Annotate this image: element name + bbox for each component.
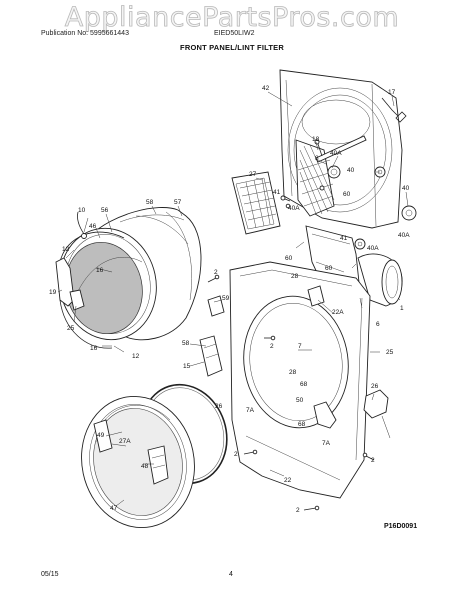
callout-59: 59 bbox=[222, 295, 230, 302]
drum-roller-lower[interactable] bbox=[354, 238, 366, 250]
screw-part-2d[interactable] bbox=[303, 505, 320, 511]
callout-50: 50 bbox=[296, 397, 304, 404]
callout-2-1: 2 bbox=[214, 269, 218, 276]
callout-18: 18 bbox=[312, 136, 320, 143]
callout-27a: 27A bbox=[119, 438, 131, 445]
callout-27: 27 bbox=[249, 171, 257, 178]
callout-40-1: 40 bbox=[347, 167, 355, 174]
lint-filter-part[interactable] bbox=[231, 171, 281, 235]
publication-number: Publication No: 5995661443 bbox=[41, 30, 129, 37]
drum-roller-right[interactable] bbox=[401, 205, 417, 221]
bracket-part-22a[interactable] bbox=[307, 285, 325, 307]
exhaust-duct-part[interactable] bbox=[357, 253, 403, 307]
door-handle-part[interactable] bbox=[147, 445, 169, 485]
callout-7a-1: 7A bbox=[246, 407, 255, 414]
door-switch-part[interactable] bbox=[207, 295, 225, 317]
callout-labels: 42 17 18 8 40A 40 40 40A 27 41 40A 60 60… bbox=[49, 85, 410, 514]
callout-10: 10 bbox=[78, 207, 86, 214]
callout-1: 1 bbox=[400, 305, 404, 312]
callout-68-2: 68 bbox=[298, 421, 306, 428]
callout-60-3: 60 bbox=[325, 265, 333, 272]
callout-68-1: 68 bbox=[300, 381, 308, 388]
callout-8: 8 bbox=[315, 155, 319, 162]
callout-22a: 22A bbox=[332, 309, 344, 316]
door-hinge-part[interactable] bbox=[93, 419, 113, 453]
callout-48: 48 bbox=[141, 463, 149, 470]
bolt-part-10[interactable] bbox=[77, 211, 87, 239]
callout-25-2: 25 bbox=[386, 349, 394, 356]
page-number: 4 bbox=[229, 571, 233, 578]
callout-17: 17 bbox=[388, 89, 396, 96]
footer-date: 05/15 bbox=[41, 571, 59, 578]
callout-40a-2: 40A bbox=[398, 232, 410, 239]
spring-part-17[interactable] bbox=[381, 97, 407, 123]
callout-16-2: 16 bbox=[90, 345, 98, 352]
callout-2-3: 2 bbox=[234, 451, 238, 458]
screw-part-41[interactable] bbox=[280, 195, 291, 202]
screw-part-2e[interactable] bbox=[264, 335, 276, 341]
screw-part-2[interactable] bbox=[207, 274, 220, 283]
callout-15: 15 bbox=[183, 363, 191, 370]
glide-bracket-part[interactable] bbox=[55, 257, 85, 311]
screw-part-2c[interactable] bbox=[362, 452, 375, 461]
callout-40a-1: 40A bbox=[330, 150, 342, 157]
callout-28-1: 28 bbox=[291, 273, 299, 280]
callout-26-1: 26 bbox=[371, 383, 379, 390]
callout-2-2: 2 bbox=[270, 343, 274, 350]
callout-57: 57 bbox=[174, 199, 182, 206]
callout-12-1: 12 bbox=[62, 246, 70, 253]
callout-40a-4: 40A bbox=[367, 245, 379, 252]
callout-40a-3: 40A bbox=[288, 205, 300, 212]
callout-58b: 58 bbox=[182, 340, 190, 347]
callout-42: 42 bbox=[262, 85, 270, 92]
moisture-sensor-part[interactable] bbox=[313, 389, 389, 429]
callout-46: 46 bbox=[89, 223, 97, 230]
callout-2-4: 2 bbox=[371, 457, 375, 464]
rear-bulkhead-part[interactable] bbox=[279, 69, 403, 229]
model-number: EIED50LIW2 bbox=[214, 30, 255, 37]
door-part[interactable] bbox=[70, 386, 207, 538]
callout-7: 7 bbox=[298, 343, 302, 350]
callout-12-2: 12 bbox=[132, 353, 140, 360]
callout-19: 19 bbox=[49, 289, 57, 296]
callout-56: 56 bbox=[101, 207, 109, 214]
callout-41-1: 41 bbox=[273, 189, 281, 196]
screw-part-2b[interactable] bbox=[243, 449, 258, 455]
callout-49: 49 bbox=[97, 432, 105, 439]
watermark: AppliancePartsPros.com bbox=[64, 2, 400, 34]
leader-lines bbox=[57, 91, 409, 507]
callout-25-1: 25 bbox=[67, 325, 75, 332]
callout-2-5: 2 bbox=[296, 507, 300, 514]
figure-id: P16D0091 bbox=[384, 523, 418, 530]
page-title: FRONT PANEL/LINT FILTER bbox=[180, 43, 284, 52]
callout-26-2: 26 bbox=[215, 403, 223, 410]
callout-41-2: 41 bbox=[340, 235, 348, 242]
drum-part[interactable] bbox=[49, 207, 202, 349]
callout-58: 58 bbox=[146, 199, 154, 206]
callout-47: 47 bbox=[110, 505, 118, 512]
callout-16-1: 16 bbox=[96, 267, 104, 274]
callout-60-2: 60 bbox=[285, 255, 293, 262]
screw-part-40a[interactable] bbox=[285, 203, 291, 209]
callout-22: 22 bbox=[284, 477, 292, 484]
callout-40-2: 40 bbox=[402, 185, 410, 192]
callout-28-2: 28 bbox=[289, 369, 297, 376]
front-panel-part[interactable] bbox=[229, 261, 371, 499]
callout-7a-2: 7A bbox=[322, 440, 331, 447]
callout-60-1: 60 bbox=[343, 191, 351, 198]
door-strike-part[interactable] bbox=[199, 335, 223, 377]
callout-6: 6 bbox=[376, 321, 380, 328]
